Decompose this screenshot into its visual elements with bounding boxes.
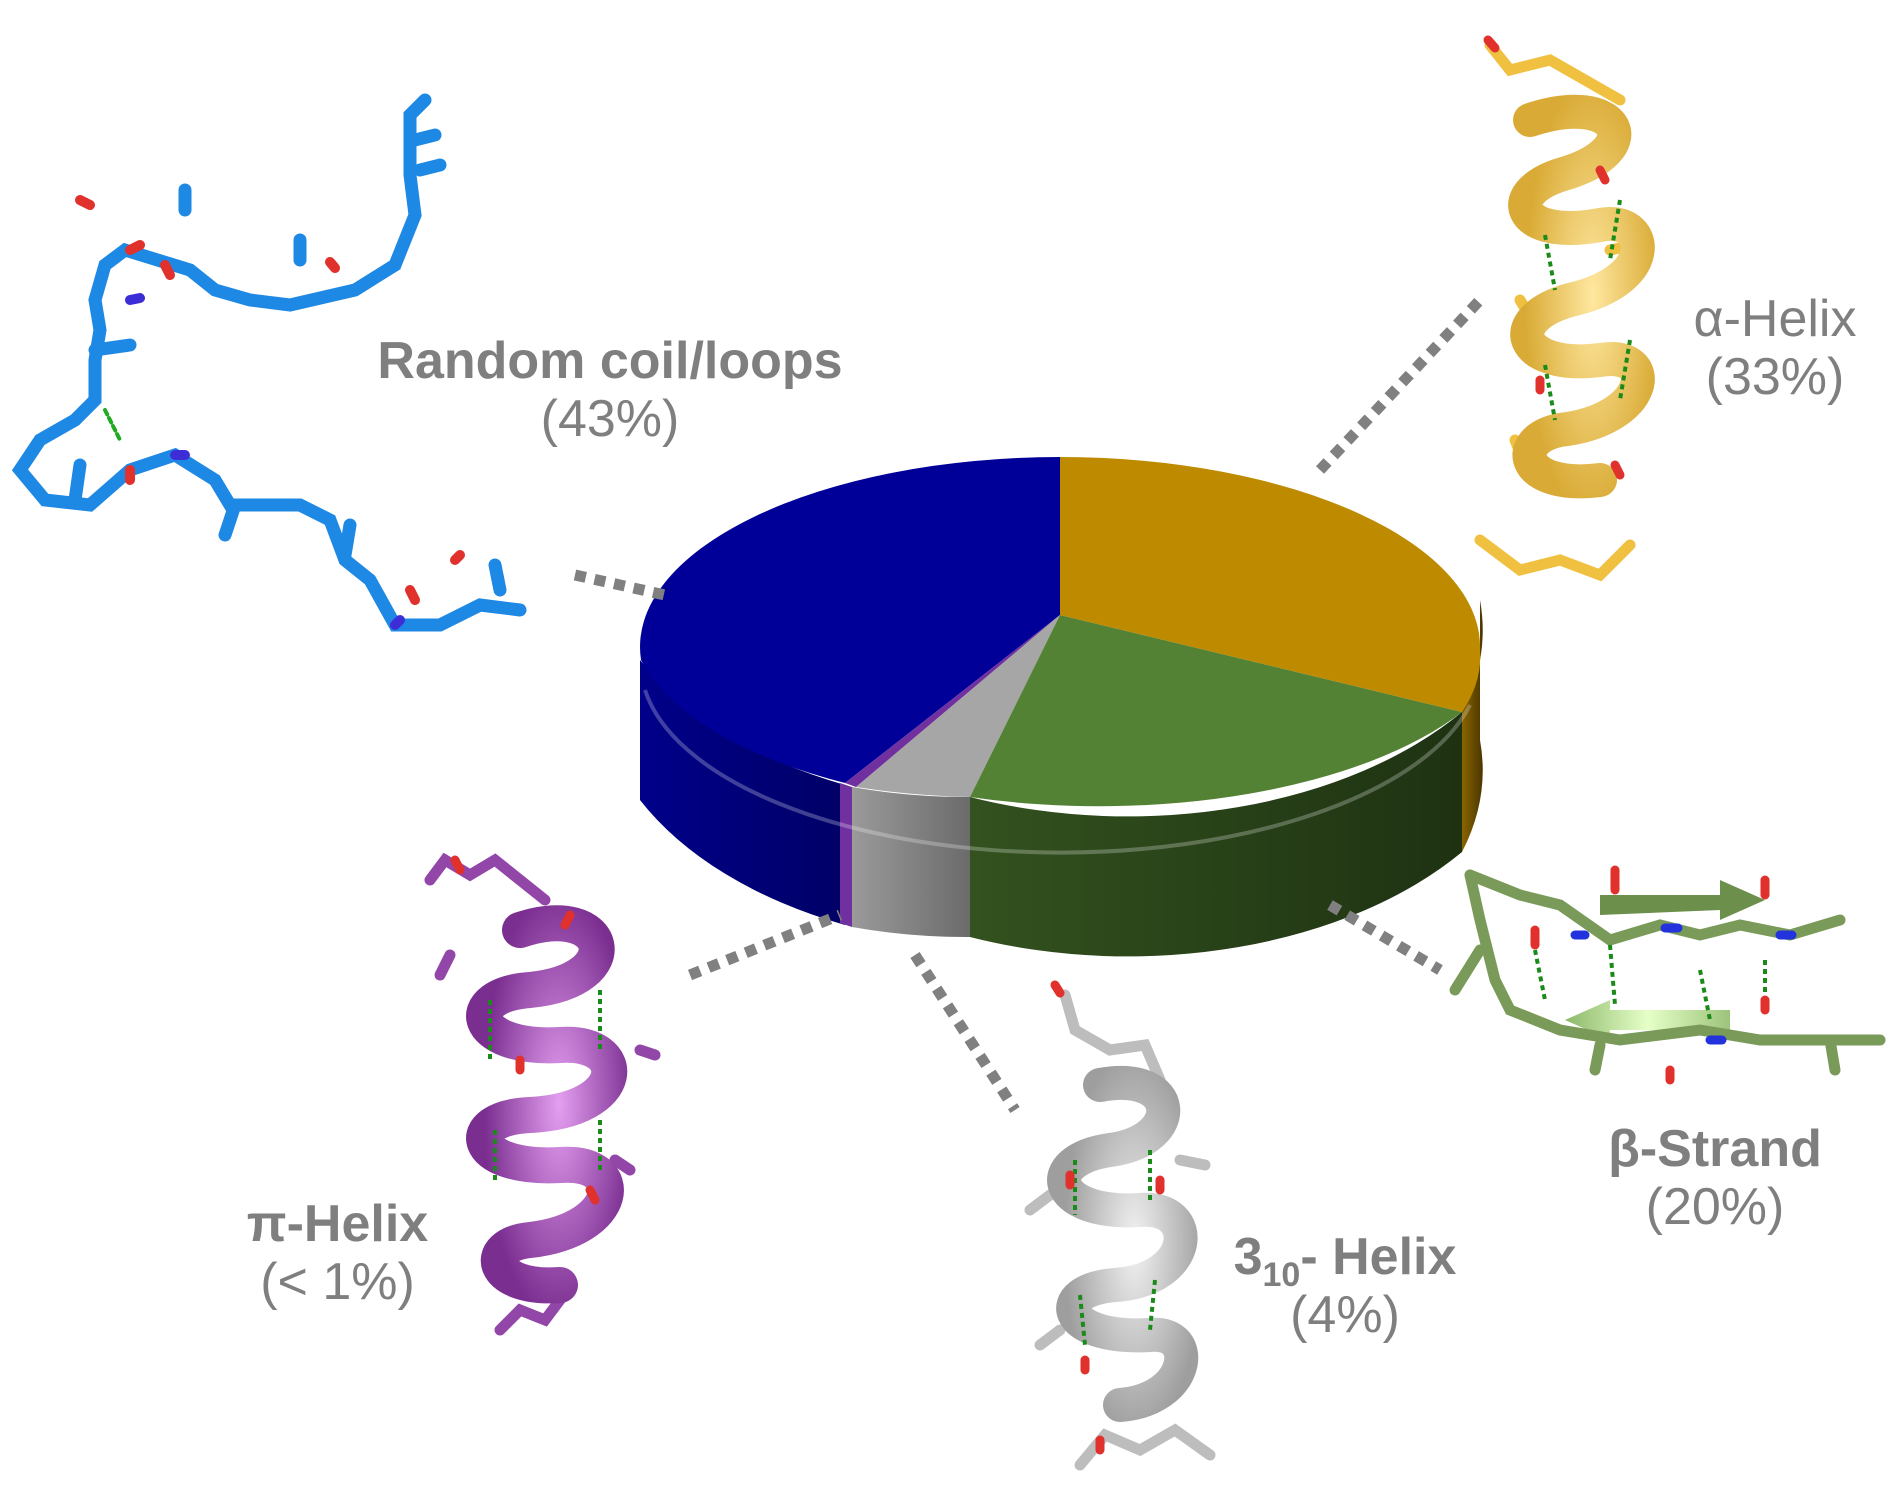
pi-helix-structure-icon xyxy=(424,852,661,1336)
alpha-helix-structure-icon xyxy=(1474,35,1655,582)
pie-side-beta xyxy=(970,712,1462,957)
leader-line-310 xyxy=(910,952,1020,1113)
label-random-coil-name: Random coil/loops xyxy=(377,332,843,390)
label-alpha-helix-pct: (33%) xyxy=(1705,348,1845,407)
label-random-coil-pct: (43%) xyxy=(540,390,680,449)
pie-rim-highlight xyxy=(643,689,1472,855)
pie-slice-310 xyxy=(856,615,1060,797)
3-10-helix-structure-icon xyxy=(1024,980,1216,1471)
label-3-10-helix-name: 310- Helix xyxy=(1233,1228,1457,1294)
label-alpha-helix: α-Helix (33%) xyxy=(1660,290,1890,406)
leader-line-pi xyxy=(687,909,843,981)
label-beta-strand-pct: (20%) xyxy=(1645,1178,1785,1237)
leader-line-beta xyxy=(1327,900,1443,975)
random-coil-structure-icon xyxy=(11,93,527,632)
pie-side-alpha xyxy=(1462,600,1483,852)
pie-side-pi xyxy=(840,783,852,927)
label-pi-helix-name: π-Helix xyxy=(246,1195,429,1253)
label-beta-strand: β-Strand (20%) xyxy=(1570,1120,1860,1236)
pie-slice-pi xyxy=(845,615,1060,787)
label-beta-strand-name: β-Strand xyxy=(1608,1120,1822,1178)
pie-slice-coil xyxy=(640,457,1060,783)
label-3-10-helix-pct: (4%) xyxy=(1290,1286,1400,1345)
label-pi-helix: π-Helix (< 1%) xyxy=(215,1195,460,1311)
pie-slice-alpha xyxy=(1060,457,1481,712)
label-pi-helix-pct: (< 1%) xyxy=(260,1253,415,1312)
label-random-coil: Random coil/loops (43%) xyxy=(330,332,890,448)
pie-slice-beta xyxy=(970,615,1462,807)
hbond xyxy=(103,408,122,442)
label-3-10-helix: 310- Helix (4%) xyxy=(1205,1228,1485,1344)
label-alpha-helix-name: α-Helix xyxy=(1693,290,1857,348)
pie-side-coil xyxy=(640,660,845,925)
pie-side-310 xyxy=(852,787,970,938)
beta-strand-structure-icon xyxy=(1449,865,1886,1085)
leader-line-coil xyxy=(573,569,667,601)
leader-line-alpha xyxy=(1315,296,1485,474)
pie-chart-3d xyxy=(640,457,1483,957)
leader-lines xyxy=(573,296,1485,1113)
